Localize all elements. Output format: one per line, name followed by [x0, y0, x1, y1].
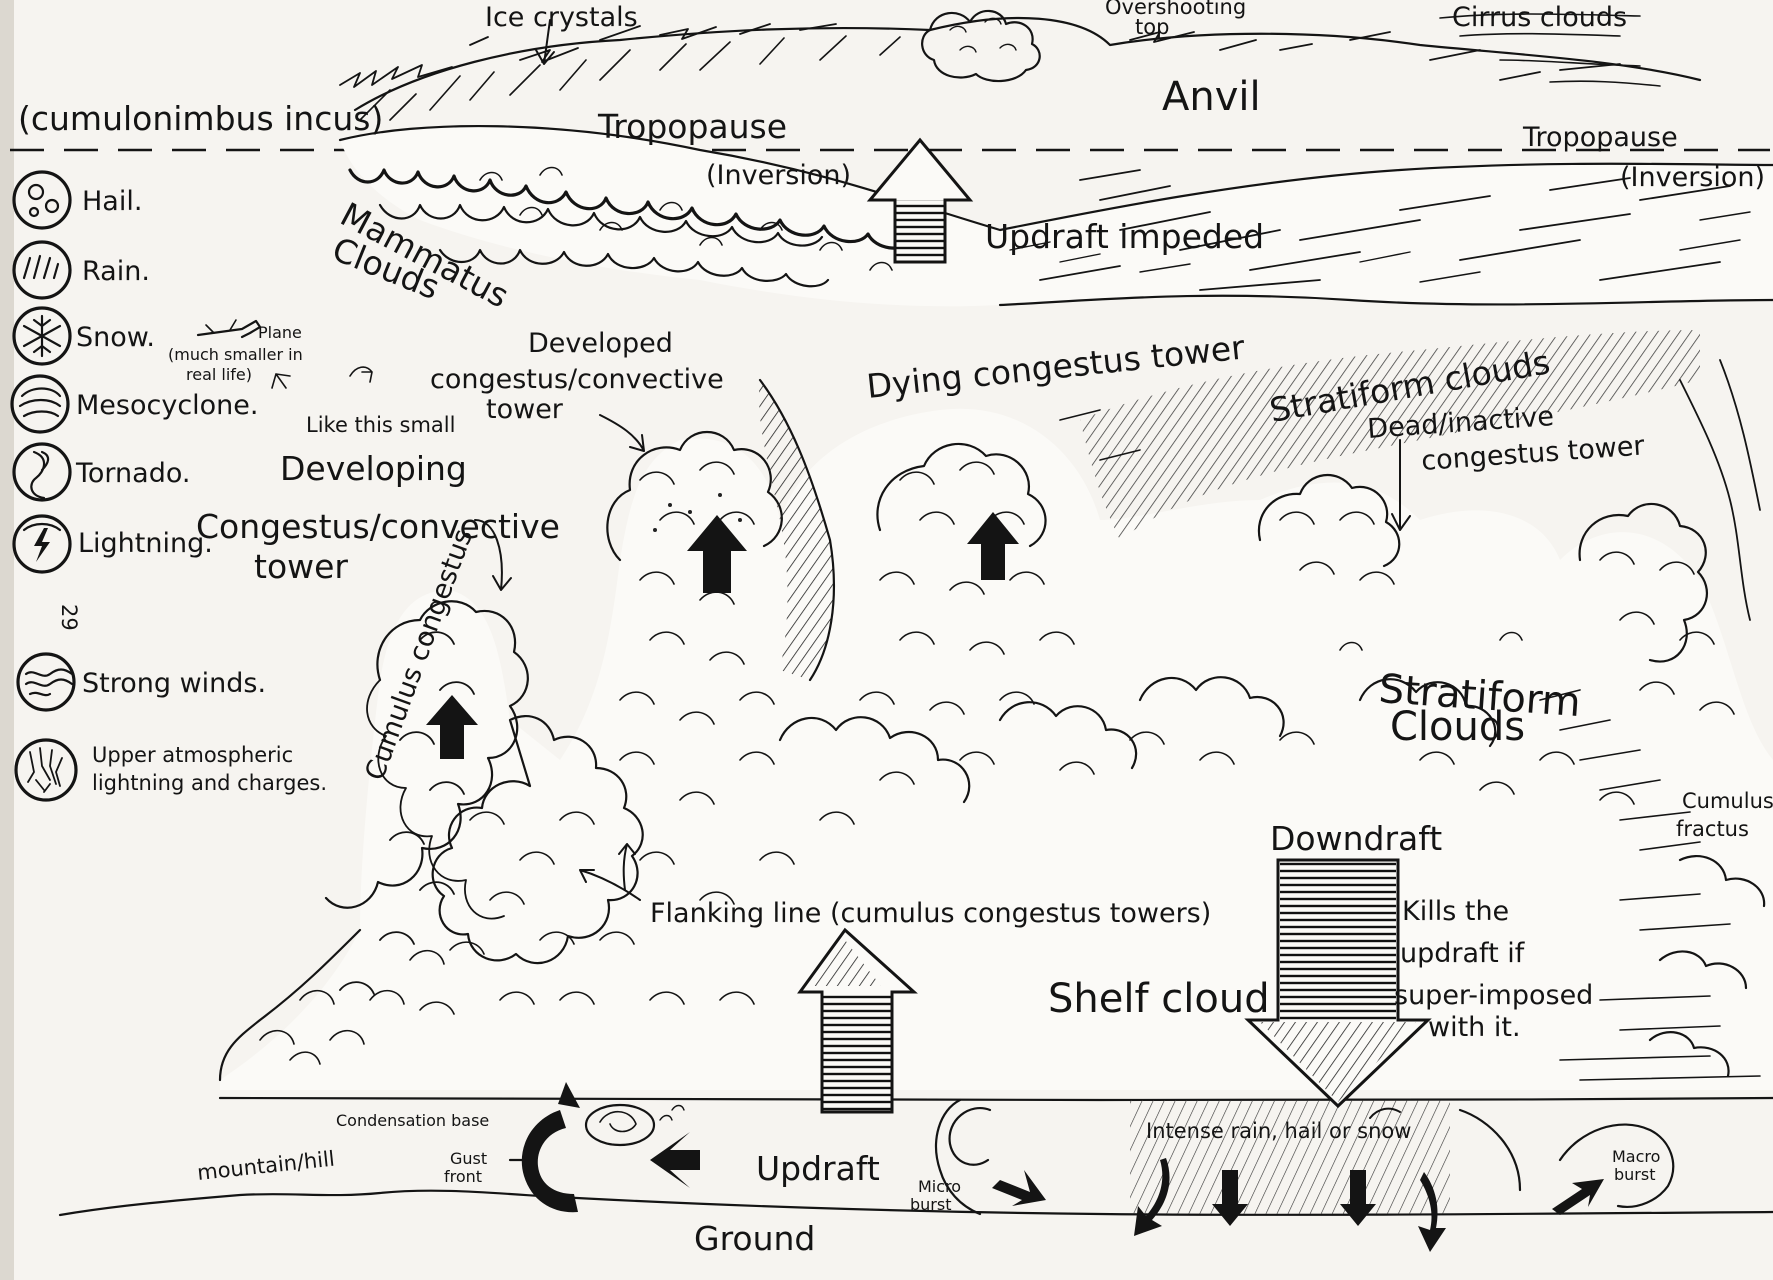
tornado-icon — [12, 442, 72, 502]
developing-label-line1: Developing — [280, 449, 467, 488]
updraft-label: Updraft — [756, 1149, 880, 1188]
macroburst-label-line1: Macro — [1612, 1147, 1660, 1166]
ice-crystals-label: Ice crystals — [485, 2, 638, 33]
developing-label-line2: Congestus/convective — [196, 507, 560, 546]
upper-lightning-icon — [14, 738, 78, 802]
anvil-label: Anvil — [1162, 74, 1261, 120]
leader-arrows — [474, 19, 1411, 1119]
anvil-top — [339, 9, 1702, 121]
plane-note-line1: (much smaller in — [168, 345, 303, 364]
diagram-title: (cumulonimbus incus) — [18, 99, 383, 138]
snow-icon — [12, 306, 72, 366]
lightning-icon — [12, 514, 72, 574]
updraft-impeded-arrow — [866, 137, 974, 264]
legend-label-strong-winds: Strong winds. — [82, 668, 266, 699]
gust-front-label-line2: front — [444, 1167, 482, 1186]
mesocyclone-icon — [10, 374, 70, 434]
kills-label-line2: updraft if — [1400, 938, 1526, 969]
developing-label-line3: tower — [254, 547, 348, 586]
kills-label-line4: with it. — [1428, 1012, 1521, 1043]
cirrus-clouds-label: Cirrus clouds — [1452, 2, 1627, 33]
downdraft-label: Downdraft — [1270, 819, 1442, 858]
condensation-base-label: Condensation base — [336, 1111, 489, 1130]
legend-label-upper-line1: Upper atmospheric — [92, 743, 293, 767]
precip-arrows — [992, 1158, 1604, 1252]
cumulus-fractus-label-line1: Cumulus — [1682, 789, 1773, 813]
gust-front-label-line1: Gust — [450, 1149, 487, 1168]
precipitation-area — [935, 1098, 1675, 1216]
anvil-body — [338, 124, 1773, 307]
ground-label: Ground — [694, 1219, 815, 1258]
microburst-label-line1: Micro — [918, 1177, 961, 1196]
legend-label-mesocyclone: Mesocyclone. — [76, 390, 259, 421]
updraft-impeded-label: Updraft impeded — [985, 217, 1264, 256]
legend-label-lightning: Lightning. — [78, 528, 213, 559]
rain-icon — [12, 240, 72, 300]
strong-winds-icon — [16, 652, 76, 712]
legend-icons — [10, 170, 78, 802]
microburst-label-line2: burst — [910, 1195, 951, 1214]
inversion-left-label: (Inversion) — [706, 160, 851, 191]
hail-icon — [12, 170, 72, 230]
cumulus-fractus-label-line2: fractus — [1676, 817, 1749, 841]
legend-label-hail: Hail. — [82, 186, 142, 217]
updraft-arrow — [797, 927, 918, 1114]
downdraft-arrow — [1244, 858, 1432, 1109]
stratiform-lower-label-line2: Clouds — [1390, 704, 1525, 750]
plane-icon — [196, 319, 373, 389]
developed-label-line3: tower — [486, 394, 564, 425]
page-number: 29 — [57, 604, 81, 631]
developed-label-line1: Developed — [528, 328, 673, 359]
plane-note-line3: Like this small — [306, 413, 455, 437]
legend-label-rain: Rain. — [82, 256, 150, 287]
macroburst-label-line2: burst — [1614, 1165, 1655, 1184]
gust-front — [508, 1082, 700, 1213]
kills-label-line3: super-imposed — [1394, 980, 1593, 1011]
overshooting-top-label-line1: Overshooting — [1105, 0, 1246, 19]
legend-label-upper-line2: lightning and charges. — [92, 771, 327, 795]
plane-label: Plane — [258, 323, 302, 342]
tower-arrows — [426, 512, 1019, 759]
legend-label-tornado: Tornado. — [75, 458, 190, 489]
shelf-cloud-label: Shelf cloud — [1048, 976, 1270, 1022]
overshooting-top-label-line2: top — [1135, 15, 1169, 39]
tropopause-left-label: Tropopause — [597, 107, 787, 146]
intense-precip-label: Intense rain, hail or snow — [1146, 1119, 1411, 1143]
developed-label-line2: congestus/convective — [430, 364, 724, 395]
flanking-line-label: Flanking line (cumulus congestus towers) — [650, 898, 1211, 929]
legend-label-snow: Snow. — [76, 322, 155, 353]
kills-label-line1: Kills the — [1402, 896, 1509, 927]
tropopause-right-label: Tropopause — [1522, 122, 1678, 153]
plane-note-line2: real life) — [186, 365, 252, 384]
inversion-right-label: (Inversion) — [1620, 162, 1765, 193]
